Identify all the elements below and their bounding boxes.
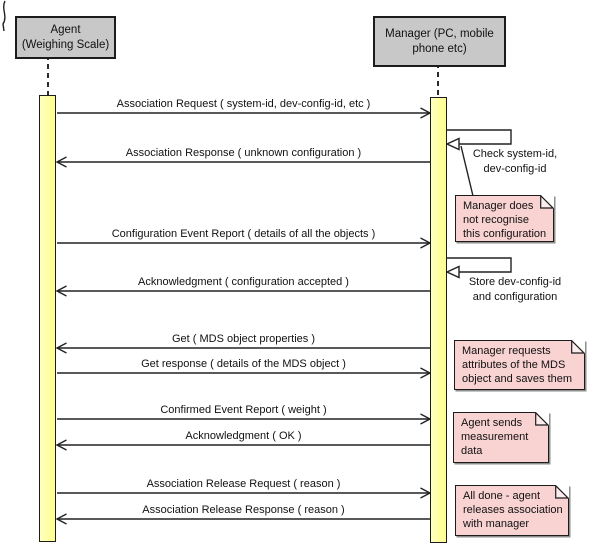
actor-manager: Manager (PC, mobile phone etc) xyxy=(373,16,506,67)
self-message-arrowhead-icon xyxy=(445,265,460,279)
note-line: Manager requests xyxy=(462,345,551,357)
note-line: Agent sends xyxy=(461,417,523,429)
actor-agent: Agent (Weighing Scale) xyxy=(15,16,116,59)
note: Manager requests attributes of the MDS obj… xyxy=(454,340,585,390)
self-message-loop xyxy=(447,257,512,273)
note-line: Manager does xyxy=(463,200,534,212)
message-label: Confirmed Event Report ( weight ) xyxy=(160,404,327,416)
self-message-arrowhead-icon xyxy=(445,137,460,151)
actor-manager-subtitle: phone etc) xyxy=(412,42,467,55)
message-label: Association Release Response ( reason ) xyxy=(142,504,345,516)
actor-agent-subtitle: (Weighing Scale) xyxy=(21,38,110,51)
message-label: Association Request ( system-id, dev-con… xyxy=(116,98,371,110)
self-message-label-line: dev-config-id xyxy=(483,163,547,175)
message-arrowhead-icon xyxy=(55,439,67,451)
message-label: Acknowledgment ( OK ) xyxy=(185,430,302,442)
self-message-label-line: and configuration xyxy=(472,291,558,303)
message-arrowhead-icon xyxy=(55,156,67,168)
self-message-label-line: Check system-id, xyxy=(472,148,558,160)
note-line: with manager xyxy=(463,518,530,530)
actor-manager-name: Manager (PC, mobile xyxy=(385,27,494,40)
note-connector-line xyxy=(460,145,474,197)
note-fold-icon xyxy=(571,340,585,354)
self-message-label: Store dev-config-id and configuration xyxy=(449,275,581,305)
note: Manager does not recognise this configurat… xyxy=(455,195,554,242)
note-fold-icon xyxy=(540,195,554,209)
message-arrowhead-icon xyxy=(55,513,67,525)
agent-activation-bar xyxy=(39,95,56,542)
self-message-label: Check system-id, dev-config-id xyxy=(449,147,581,177)
note: All done - agent releases association with… xyxy=(455,485,569,536)
message-label: Acknowledgment ( configuration accepted … xyxy=(138,276,349,288)
message-label: Configuration Event Report ( details of … xyxy=(111,228,376,240)
note-line: measurement xyxy=(461,431,529,443)
message-arrowhead-icon xyxy=(55,285,67,297)
note-fold-icon xyxy=(535,412,549,426)
note-line: object and saves them xyxy=(462,373,573,385)
note-line: releases association xyxy=(463,504,563,516)
note-line: attributes of the MDS xyxy=(462,359,566,371)
note-line: All done - agent xyxy=(463,490,541,502)
note-line: not recognise xyxy=(463,214,530,226)
manager-activation-bar xyxy=(430,97,447,543)
actor-agent-name: Agent xyxy=(50,23,81,36)
note-line: data xyxy=(461,445,483,457)
self-message-loop xyxy=(447,129,512,145)
message-label: Association Response ( unknown configura… xyxy=(125,147,362,159)
scan-artifact xyxy=(2,0,6,32)
self-message-label-line: Store dev-config-id xyxy=(468,276,562,288)
note-line: this configuration xyxy=(463,228,547,240)
message-label: Get response ( details of the MDS object… xyxy=(141,358,346,370)
message-label: Get ( MDS object properties ) xyxy=(171,333,316,345)
note: Agent sends measurement data xyxy=(453,412,549,463)
note-fold-icon xyxy=(555,485,569,499)
message-arrowhead-icon xyxy=(55,342,67,354)
message-label: Association Release Request ( reason ) xyxy=(146,478,341,490)
